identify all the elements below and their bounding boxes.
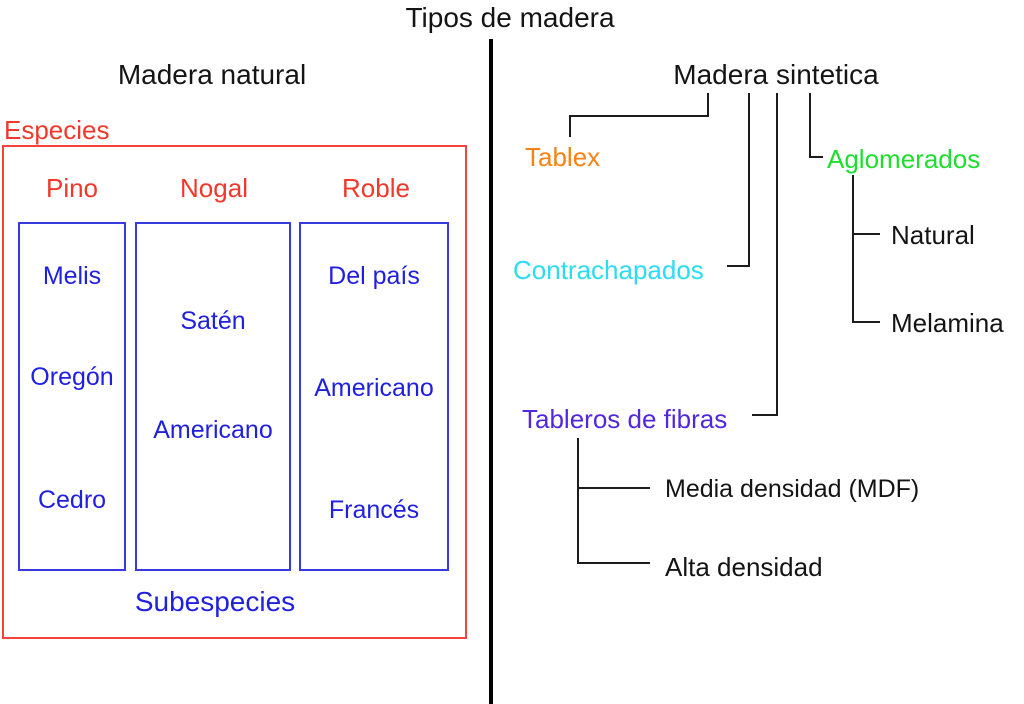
connector-contrachapados-dash bbox=[727, 265, 750, 267]
species-item: Del país bbox=[328, 262, 420, 290]
aglomerados-label: Aglomerados bbox=[827, 144, 981, 174]
connector-aglomerados-dash bbox=[809, 156, 823, 158]
especies-label: Especies bbox=[4, 115, 110, 145]
tableros-label: Tableros de fibras bbox=[522, 404, 728, 434]
column-header-pino: Pino bbox=[45, 173, 99, 203]
species-item: Cedro bbox=[37, 486, 107, 514]
species-item: Francés bbox=[328, 496, 420, 524]
tableros-tick-alta bbox=[577, 562, 650, 564]
aglomerados-subtree-vertical bbox=[852, 175, 854, 323]
tablex-label: Tablex bbox=[525, 142, 601, 172]
tableros-tick-media bbox=[577, 487, 650, 489]
divider-line bbox=[489, 39, 493, 704]
species-item: Americano bbox=[153, 416, 273, 444]
aglomerados-child: Natural bbox=[891, 220, 975, 250]
pino-box bbox=[18, 222, 126, 571]
aglomerados-tick-melamina bbox=[852, 321, 880, 323]
especies-box bbox=[2, 145, 467, 639]
connector-tableros-vertical bbox=[776, 93, 778, 416]
connector-tablex-stub bbox=[707, 93, 709, 117]
connector-tablex-drop bbox=[569, 115, 571, 137]
synthetic-wood-heading: Madera sintetica bbox=[673, 59, 879, 90]
connector-contrachapados-vertical bbox=[748, 93, 750, 267]
species-item: Oregón bbox=[30, 363, 114, 391]
tableros-child: Alta densidad bbox=[665, 552, 823, 582]
natural-wood-heading: Madera natural bbox=[117, 59, 307, 90]
connector-tableros-dash bbox=[752, 414, 778, 416]
column-header-nogal: Nogal bbox=[180, 173, 248, 203]
tableros-child: Media densidad (MDF) bbox=[665, 475, 920, 503]
species-item: Melis bbox=[42, 262, 102, 290]
roble-box bbox=[299, 222, 449, 571]
subespecies-label: Subespecies bbox=[134, 586, 296, 617]
connector-tablex-horizontal bbox=[569, 115, 709, 117]
aglomerados-child: Melamina bbox=[891, 308, 1004, 338]
diagram-title: Tipos de madera bbox=[405, 2, 615, 33]
species-item: Satén bbox=[180, 307, 246, 335]
contrachapados-label: Contrachapados bbox=[513, 255, 704, 285]
nogal-box bbox=[135, 222, 291, 571]
aglomerados-tick-natural bbox=[852, 233, 880, 235]
connector-aglomerados-vertical bbox=[809, 93, 811, 158]
tableros-subtree-vertical bbox=[577, 438, 579, 564]
column-header-roble: Roble bbox=[342, 173, 410, 203]
species-item: Americano bbox=[314, 374, 434, 402]
